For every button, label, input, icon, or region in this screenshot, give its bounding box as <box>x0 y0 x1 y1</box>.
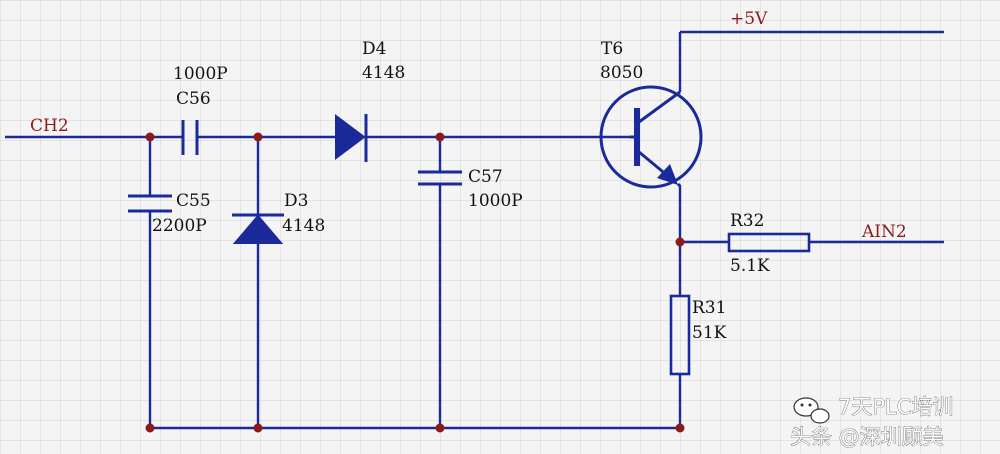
capacitor-c57 <box>418 170 462 186</box>
wires <box>5 30 944 430</box>
r31-value-label: 51K <box>692 323 727 343</box>
chat-bubble-icon <box>793 397 830 424</box>
watermark: 7天PLC培训 头条 @深圳顾美 <box>790 395 954 450</box>
c55-value-label: 2200P <box>152 216 207 236</box>
diode-d4 <box>335 114 368 162</box>
c57-ref-label: C57 <box>468 167 503 187</box>
transistor-t6 <box>599 85 703 189</box>
d4-value-label: 4148 <box>362 63 405 83</box>
watermark-line2: 头条 @深圳顾美 <box>790 425 944 449</box>
net-label-output: AIN2 <box>861 222 907 242</box>
net-label-input: CH2 <box>30 116 69 136</box>
junction-dot <box>675 237 685 247</box>
net-label-supply: +5V <box>730 9 768 29</box>
c56-value-label: 1000P <box>173 64 228 84</box>
t6-ref-label: T6 <box>601 39 623 59</box>
r32-ref-label: R32 <box>730 211 764 231</box>
r31-ref-label: R31 <box>692 298 726 318</box>
junction-dot <box>675 423 685 433</box>
watermark-line1: 7天PLC培训 <box>838 395 953 419</box>
diode-d3 <box>232 213 284 244</box>
junction-dot <box>145 423 155 433</box>
t6-value-label: 8050 <box>600 63 643 83</box>
resistor-r31 <box>669 294 691 376</box>
junction-dot <box>253 423 263 433</box>
junction-dot <box>435 132 445 142</box>
junction-dot <box>145 132 155 142</box>
d4-ref-label: D4 <box>362 39 386 59</box>
resistor-r32 <box>727 232 811 253</box>
d3-value-label: 4148 <box>282 216 325 236</box>
r32-value-label: 5.1K <box>730 256 770 276</box>
c56-ref-label: C56 <box>176 89 211 109</box>
d3-ref-label: D3 <box>284 191 308 211</box>
capacitor-c56 <box>181 120 199 155</box>
junction-dot <box>253 132 263 142</box>
capacitor-c55 <box>128 194 172 213</box>
junction-dot <box>435 423 445 433</box>
c55-ref-label: C55 <box>176 191 211 211</box>
c57-value-label: 1000P <box>468 191 523 211</box>
junctions <box>145 132 685 433</box>
